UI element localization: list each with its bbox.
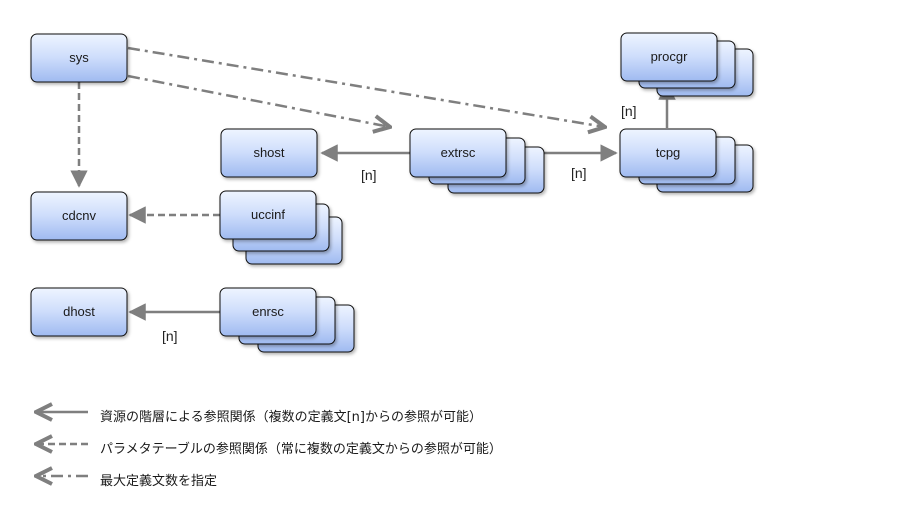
- legend-row-dashdot: 最大定義文数を指定: [30, 464, 730, 496]
- dashed-arrow-icon: [30, 434, 88, 454]
- solid-arrow-icon: [30, 402, 88, 422]
- legend-text-dashdot: 最大定義文数を指定: [100, 474, 218, 489]
- node-dhost-label: dhost: [63, 304, 95, 319]
- node-sys: sys: [30, 33, 128, 83]
- node-cdcnv-label: cdcnv: [62, 208, 96, 223]
- legend: 資源の階層による参照関係（複数の定義文[n]からの参照が可能） パラメタテーブル…: [30, 400, 730, 496]
- node-tcpg-label: tcpg: [656, 145, 681, 160]
- node-dhost: dhost: [30, 287, 128, 337]
- edge-sys-extrsc: [127, 74, 390, 127]
- node-uccinf-label: uccinf: [251, 207, 285, 222]
- node-cdcnv: cdcnv: [30, 191, 128, 241]
- node-extrsc-label: extrsc: [441, 145, 476, 160]
- dashdot-arrow-icon: [30, 466, 88, 486]
- label-extrsc-tcpg: [n]: [571, 165, 587, 181]
- label-tcpg-procgr: [n]: [621, 103, 637, 119]
- node-procgr: procgr: [620, 32, 754, 97]
- node-enrsc-label: enrsc: [252, 304, 284, 319]
- edge-labels: [n] [n] [n] [n]: [162, 103, 637, 344]
- node-enrsc: enrsc: [219, 287, 355, 353]
- node-uccinf: uccinf: [219, 190, 343, 265]
- legend-row-solid: 資源の階層による参照関係（複数の定義文[n]からの参照が可能）: [30, 400, 730, 432]
- node-tcpg: tcpg: [619, 128, 754, 193]
- node-sys-label: sys: [69, 50, 89, 65]
- nodes: sys cdcnv dhost shost extrsc uccinf: [30, 32, 754, 353]
- legend-row-dashed: パラメタテーブルの参照関係（常に複数の定義文からの参照が可能）: [30, 432, 730, 464]
- node-extrsc: extrsc: [409, 128, 545, 194]
- node-procgr-label: procgr: [651, 49, 689, 64]
- node-shost-label: shost: [253, 145, 284, 160]
- node-shost: shost: [220, 128, 318, 178]
- label-extrsc-shost: [n]: [361, 167, 377, 183]
- legend-text-solid: 資源の階層による参照関係（複数の定義文[n]からの参照が可能）: [100, 410, 482, 425]
- label-enrsc-dhost: [n]: [162, 328, 178, 344]
- edge-sys-tcpg: [127, 46, 605, 127]
- legend-text-dashed: パラメタテーブルの参照関係（常に複数の定義文からの参照が可能）: [100, 442, 502, 457]
